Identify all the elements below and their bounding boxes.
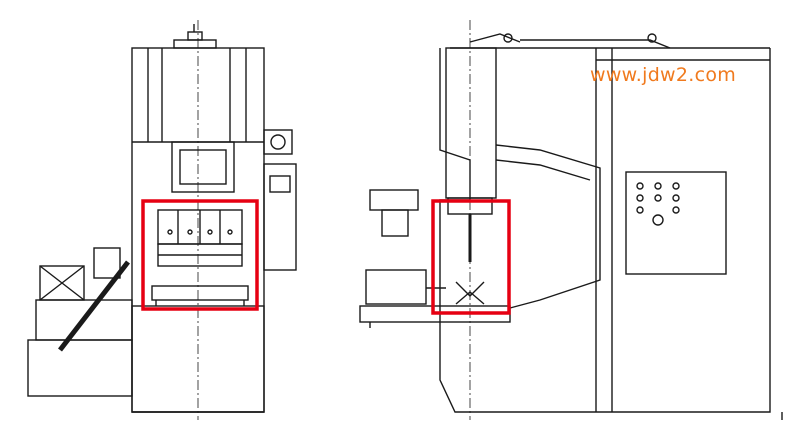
control-panel-buttons (636, 182, 680, 226)
side-clamp (365, 269, 427, 305)
front-die-bed (151, 285, 249, 306)
front-highlight-box (141, 199, 259, 311)
motor (93, 247, 121, 279)
side-view (359, 20, 783, 420)
control-panel (625, 171, 727, 275)
front-top-fitting (187, 31, 203, 41)
lifting-lug (469, 33, 521, 43)
watermark-text: www.jdw2.com (590, 64, 737, 86)
side-highlight-box (431, 199, 511, 315)
front-punch-assembly (157, 209, 243, 267)
side-die (455, 281, 485, 305)
front-cylinder-cap (173, 39, 217, 49)
c-frame-throat (495, 144, 601, 309)
pressure-gauge-icon (270, 134, 286, 150)
front-gauge-box (263, 129, 293, 155)
front-side-panel (263, 163, 297, 271)
side-frame (439, 48, 771, 413)
front-view (27, 20, 297, 420)
side-fixture (369, 189, 419, 211)
side-cylinder (445, 47, 497, 199)
front-ram (171, 141, 235, 193)
front-feeder (27, 247, 133, 397)
